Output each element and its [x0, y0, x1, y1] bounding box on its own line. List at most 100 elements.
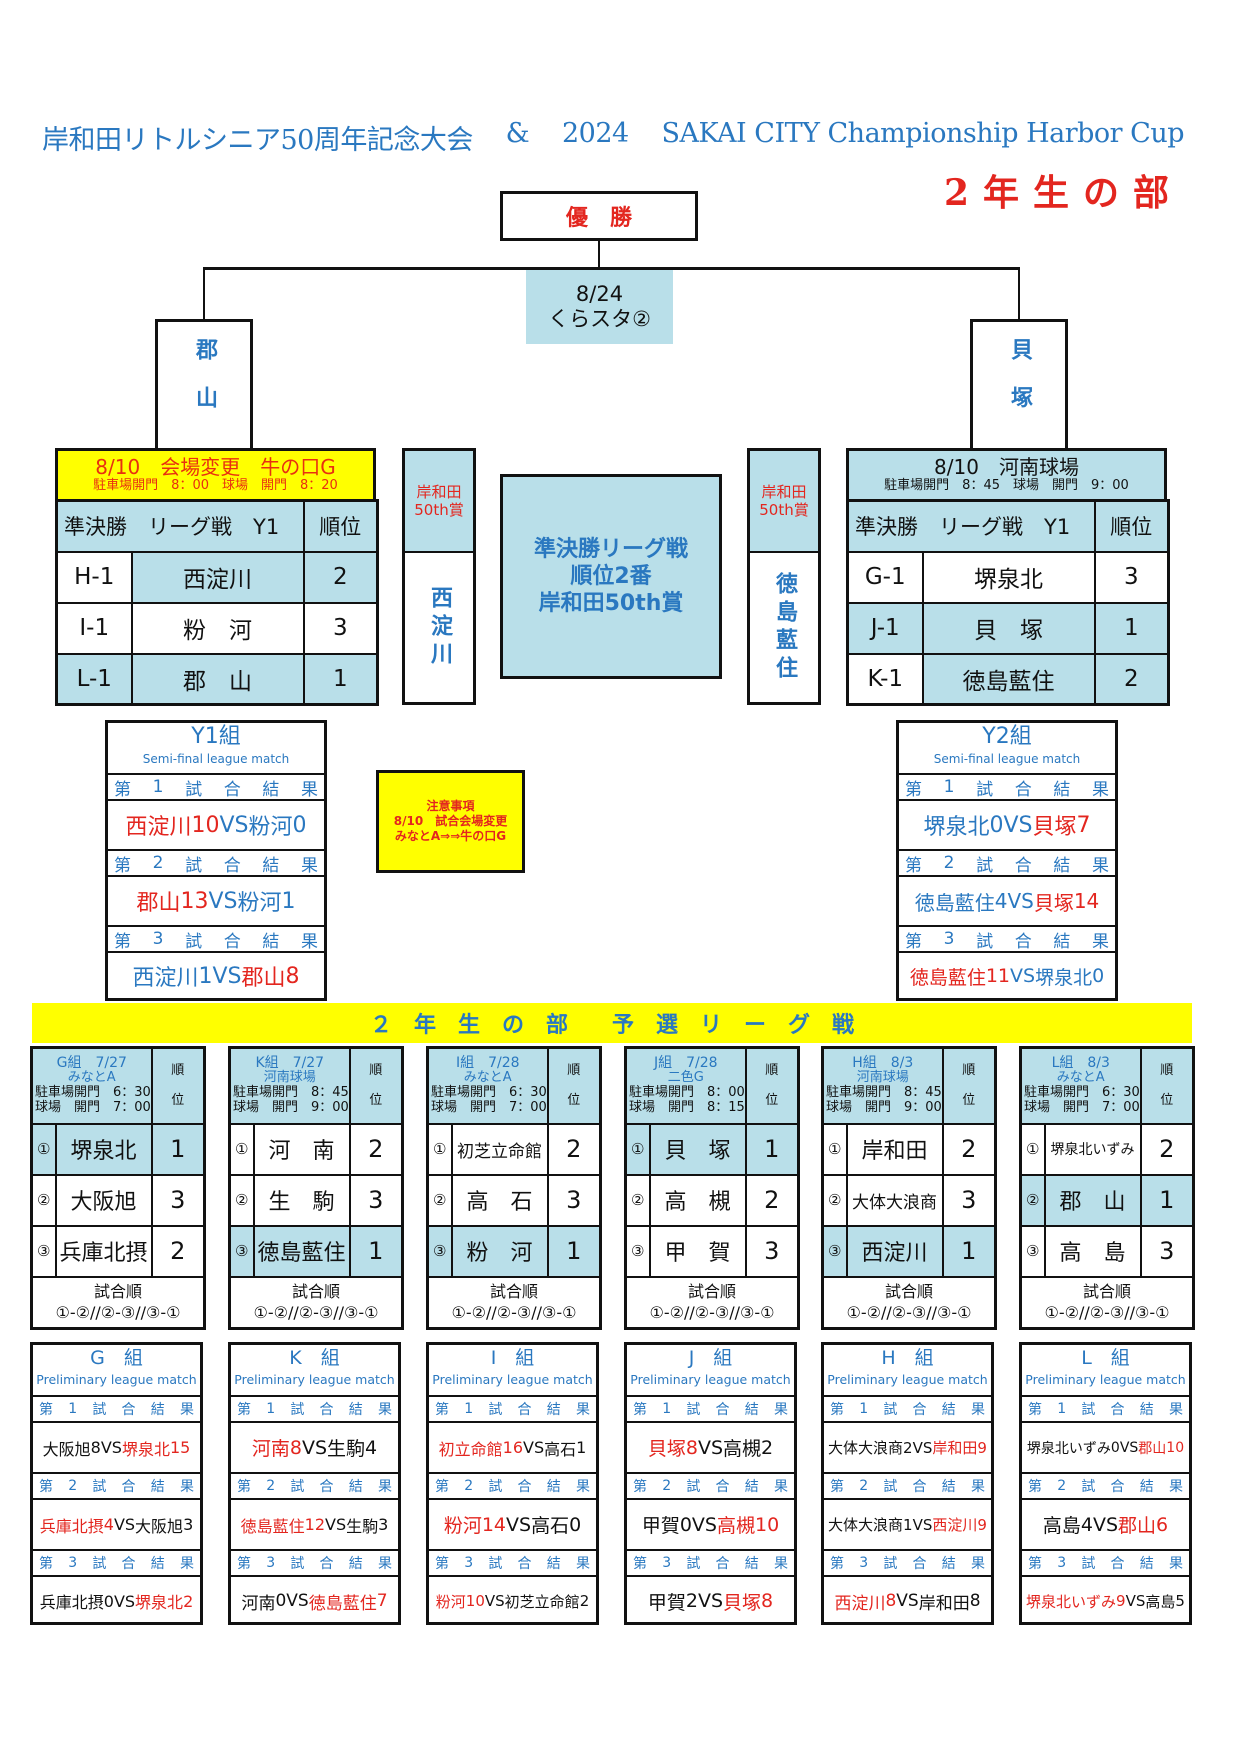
game-result: 徳島藍住 4 VS 貝塚 14 — [899, 877, 1115, 927]
final-venue: くらスタ② — [548, 307, 651, 331]
vs-label: VS — [697, 1436, 724, 1459]
order-value: ①-②//②-③//③-① — [451, 1303, 577, 1323]
team-number: ③ — [426, 1224, 453, 1278]
label-char: 果 — [1168, 1479, 1183, 1495]
label-char: 第 — [435, 1556, 449, 1572]
team-b: 高島 — [1145, 1592, 1176, 1611]
team-a: 堺泉北 — [923, 815, 990, 840]
team-name: 郡 山 — [1043, 1173, 1142, 1227]
label-char: 結 — [941, 1402, 956, 1418]
label-char: 試 — [883, 1479, 898, 1495]
label-char: 結 — [1139, 1402, 1154, 1418]
label-char: 合 — [121, 1556, 136, 1572]
order-label: 試合順 — [688, 1282, 737, 1302]
game-result: 堺泉北いずみ 9 VS 高島 5 — [1022, 1577, 1189, 1625]
score-a: 4 — [103, 1515, 114, 1534]
game-result: 徳島藍住 11 VS 堺泉北 0 — [899, 953, 1115, 999]
game-result: 堺泉北いずみ 0 VS 郡山 10 — [1022, 1423, 1189, 1474]
score-a: 4 — [1080, 1513, 1093, 1536]
score-b: 9 — [977, 1515, 987, 1534]
result-subtitle: Preliminary league match — [827, 1372, 988, 1387]
order-label: 試合順 — [292, 1282, 341, 1302]
notice-line2: みなとA⇒⇒牛の口G — [394, 829, 507, 843]
label-char: 3 — [859, 1555, 869, 1571]
label-char: 第 — [633, 1556, 647, 1572]
score-a: 2 — [685, 1590, 698, 1612]
title-year: 2024 — [561, 118, 629, 149]
label-char: 3 — [266, 1555, 276, 1571]
label-char: 第 — [39, 1556, 53, 1572]
title-right: SAKAI CITY Championship Harbor Cup — [661, 118, 1184, 149]
group-date: 7/27 — [292, 1055, 325, 1072]
label-char: 結 — [941, 1479, 956, 1495]
label-char: 試 — [290, 1556, 305, 1572]
team-rank: 3 — [546, 1173, 602, 1227]
team-rank: 2 — [348, 1122, 404, 1176]
vs-label: VS — [208, 888, 238, 914]
label-char: 合 — [715, 1556, 730, 1572]
vs-label: VS — [113, 1591, 136, 1611]
label-char: 合 — [319, 1402, 334, 1418]
rank-head: 順位 — [150, 1046, 206, 1125]
rank-head: 順位 — [941, 1046, 997, 1125]
team-b: 徳島藍住 — [308, 1593, 377, 1614]
team-name: 粉 河 — [130, 601, 305, 655]
label-char: 試 — [290, 1479, 305, 1495]
score-b: 3 — [378, 1515, 389, 1534]
team-a: 西淀川 — [125, 815, 192, 840]
notice-line1: 8/10 試合会場変更 — [393, 814, 508, 828]
label-char: 3 — [464, 1555, 474, 1571]
rank-head: 順位 — [1139, 1046, 1195, 1125]
score-a: 11 — [985, 965, 1011, 987]
vs-label: VS — [896, 1591, 919, 1611]
parking-time: 駐車場開門 6：30 — [431, 1085, 547, 1101]
score-b: 8 — [761, 1590, 774, 1612]
label-char: 合 — [1014, 931, 1032, 952]
label-char: 果 — [1091, 779, 1109, 800]
label-char: 試 — [92, 1402, 107, 1418]
label-char: 合 — [1014, 779, 1032, 800]
team-name: 高 島 — [1043, 1224, 1142, 1278]
label-char: 第 — [830, 1402, 844, 1418]
score-b: 2 — [183, 1591, 194, 1611]
rank: 2 — [302, 550, 379, 604]
label-char: 合 — [319, 1479, 334, 1495]
label-char: 第 — [114, 855, 131, 876]
label-char: 結 — [1139, 1556, 1154, 1572]
label-char: 試 — [488, 1556, 503, 1572]
label-char: 1 — [464, 1401, 474, 1417]
label-char: 合 — [223, 855, 241, 876]
team-name: 郡 山 — [130, 652, 305, 706]
parking-time: 駐車場開門 8：00 — [629, 1085, 745, 1101]
venue-line: 8/10 会場変更 牛の口G — [95, 455, 336, 479]
label-char: 第 — [39, 1479, 53, 1495]
label-char: 試 — [686, 1402, 701, 1418]
label-char: 1 — [266, 1401, 276, 1417]
label-char: 試 — [185, 855, 203, 876]
label-char: 試 — [976, 855, 994, 876]
label-char: 果 — [300, 855, 318, 876]
team-number: ① — [30, 1122, 57, 1176]
label-char: 第 — [1028, 1556, 1042, 1572]
team-b: 堺泉北 — [121, 1439, 170, 1459]
seed-code: K-1 — [846, 652, 924, 706]
score-b: 1 — [281, 888, 296, 914]
label-char: 試 — [976, 779, 994, 800]
